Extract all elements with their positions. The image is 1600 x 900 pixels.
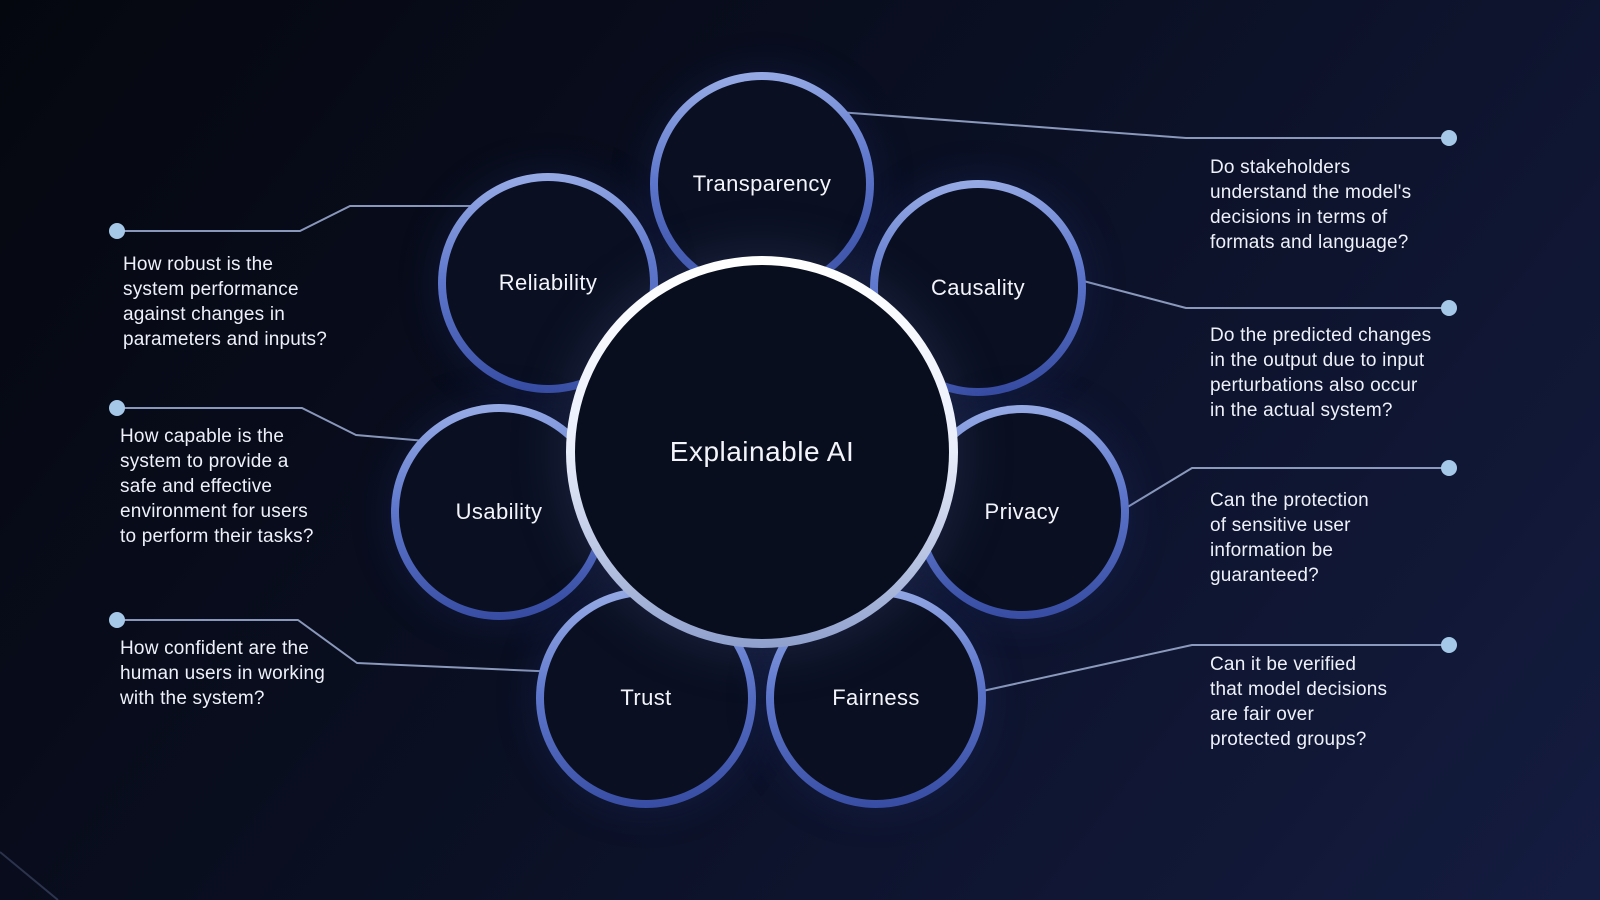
circle-usability-inner: Usability [399, 412, 599, 612]
connector-dot-transparency [1441, 130, 1457, 146]
connector-dot-trust [109, 612, 125, 628]
circle-label-privacy: Privacy [984, 499, 1060, 524]
circle-usability: Usability [391, 404, 607, 620]
connector-dot-privacy [1441, 460, 1457, 476]
center-label: Explainable AI [669, 436, 855, 467]
circle-causality-inner: Causality [878, 188, 1078, 388]
connector-usability [124, 407, 427, 442]
connector-dot-causality [1441, 300, 1457, 316]
connector-privacy [1115, 467, 1442, 515]
connector-transparency [837, 111, 1442, 139]
connector-dot-reliability [109, 223, 125, 239]
connector-trust [124, 619, 561, 673]
center-circle: Explainable AI [566, 256, 958, 648]
annotation-reliability: How robust is the system performance aga… [123, 254, 328, 350]
annotation-causality: Do the predicted changes in the output d… [1210, 325, 1432, 421]
circle-label-causality: Causality [930, 275, 1026, 300]
annotation-usability: How capable is the system to provide a s… [120, 426, 314, 547]
annotation-fairness: Can it be verified that model decisions … [1210, 654, 1388, 750]
circle-transparency-inner: Transparency [658, 80, 866, 288]
circle-label-trust: Trust [620, 685, 672, 710]
circle-causality: Causality [870, 180, 1086, 396]
connector-reliability [124, 205, 486, 232]
circle-label-usability: Usability [455, 499, 543, 524]
center-circle-inner: Explainable AI [575, 265, 949, 639]
corner-accent-line [0, 851, 59, 900]
circle-label-transparency: Transparency [692, 171, 832, 196]
annotation-transparency: Do stakeholders understand the model's d… [1210, 157, 1412, 253]
connector-dot-usability [109, 400, 125, 416]
connector-dot-fairness [1441, 637, 1457, 653]
annotation-trust: How confident are the human users in wor… [120, 638, 326, 709]
circle-label-reliability: Reliability [498, 270, 598, 295]
connector-fairness [977, 644, 1442, 693]
circle-privacy: Privacy [915, 405, 1129, 619]
circle-reliability: Reliability [438, 173, 658, 393]
circle-label-fairness: Fairness [832, 685, 920, 710]
annotation-privacy: Can the protection of sensitive user inf… [1210, 490, 1369, 586]
connector-causality [1071, 277, 1442, 309]
